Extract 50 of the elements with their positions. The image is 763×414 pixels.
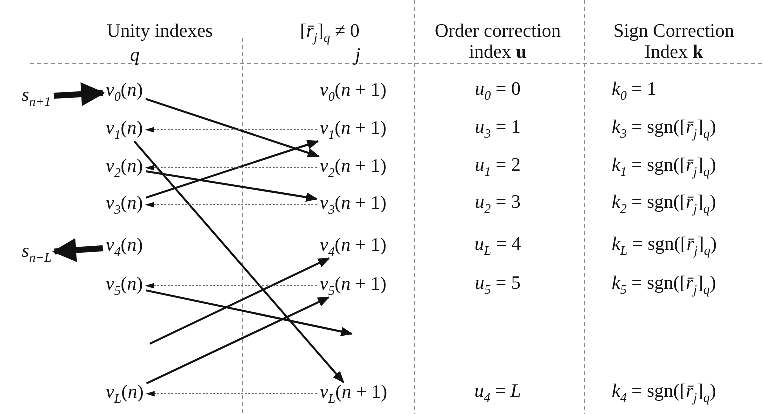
arrow [146,98,320,158]
node-label: v$_{1}$(n) [106,118,144,142]
table-cell: k$_{5}$ = sgn([r̄$_{j}$]$_{q}$) [612,274,716,297]
node-label: v$_{4}$(n) [106,236,144,258]
table-cell: k$_{2}$ = sgn([r̄$_{j}$]$_{q}$) [612,193,716,216]
node-label: v$_{L}$(n) [106,382,144,406]
node-label: v$_{0}$(n + 1) [320,80,387,104]
column-header: j [355,46,361,67]
column-header: Unity indexes [106,22,214,43]
node-label: v$_{0}$(n) [106,80,144,104]
table-cell: k$_{L}$ = sgn([r̄$_{j}$]$_{q}$) [612,235,717,258]
node-label: s$_{n−L}$ [22,242,52,264]
thick-arrow [52,238,104,262]
table-cell: u$_{5}$ = 5 [475,274,521,297]
table-cell: u$_{3}$ = 1 [475,118,521,141]
arrow [146,290,354,336]
node-label: v$_{4}$(n + 1) [320,236,387,258]
table-cell: u$_{L}$ = 4 [474,235,522,258]
arrow [146,170,318,202]
table-cell: u$_{2}$ = 3 [475,193,521,216]
node-label: v$_{2}$(n) [106,156,144,180]
table-cell: u$_{0}$ = 0 [475,80,521,103]
arrow [134,140,345,384]
table-cell: u$_{1}$ = 2 [475,156,521,179]
table-cell: k$_{0}$ = 1 [612,80,657,103]
node-label: v$_{L}$(n + 1) [320,382,388,406]
node-label: v$_{3}$(n) [106,194,144,216]
node-label: v$_{5}$(n) [106,274,144,298]
thick-arrow [54,82,106,106]
table-cell: k$_{3}$ = sgn([r̄$_{j}$]$_{q}$) [612,118,716,141]
column-header: Sign Correction Index k [612,22,736,64]
dotted-arrow [145,283,318,289]
dotted-arrow [145,127,318,133]
column-header: q [130,46,140,67]
node-label: v$_{3}$(n + 1) [320,194,387,216]
arrow [150,258,330,345]
node-label: v$_{2}$(n + 1) [320,156,387,180]
table-cell: u$_{4}$ = L [474,382,522,405]
table-cell: k$_{4}$ = sgn([r̄$_{j}$]$_{q}$) [612,382,716,405]
column-header: Order correction index u [434,22,562,64]
arrow [146,296,330,385]
node-label: s$_{n+1}$ [22,86,52,108]
table-cell: k$_{1}$ = sgn([r̄$_{j}$]$_{q}$) [612,156,716,179]
dotted-arrow [145,165,318,171]
column-header: [r̄$_{j}$]$_{q}$ ≠ 0 [300,22,360,45]
arrow [146,140,320,199]
dotted-arrow [146,391,318,397]
dotted-arrow [145,202,318,208]
node-label: v$_{5}$(n + 1) [320,274,387,298]
node-label: v$_{1}$(n + 1) [320,118,387,142]
